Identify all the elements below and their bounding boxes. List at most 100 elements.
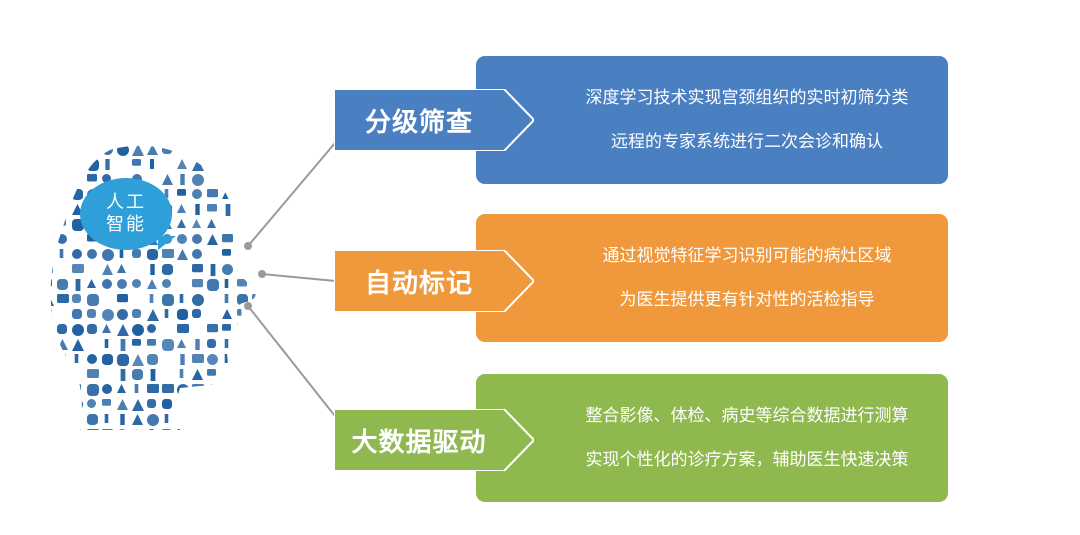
mosaic-tile-icon [252, 414, 256, 425]
row-3-description-box: 整合影像、体检、病史等综合数据进行测算 实现个性化的诊疗方案，辅助医生快速决策 [476, 374, 948, 502]
mosaic-tile-icon [117, 354, 129, 366]
mosaic-tile-icon [162, 264, 173, 275]
mosaic-tile-icon [72, 264, 84, 273]
mosaic-tile-icon [255, 279, 256, 290]
mosaic-tile-icon [102, 249, 114, 261]
mosaic-tile-icon [177, 189, 186, 196]
row-1-line-1: 深度学习技术实现宫颈组织的实时初筛分类 [585, 88, 909, 108]
mosaic-tile-icon [50, 429, 51, 430]
mosaic-tile-icon [150, 369, 156, 381]
mosaic-tile-icon [57, 145, 66, 153]
mosaic-tile-icon [192, 384, 204, 393]
mosaic-tile-icon [252, 384, 256, 393]
head-silhouette-icon [45, 145, 270, 430]
mosaic-tile-icon [87, 429, 99, 430]
mosaic-tile-icon [192, 159, 204, 171]
mosaic-tile-icon [72, 339, 84, 351]
mosaic-tile-icon [117, 324, 129, 336]
mosaic-tile-icon [102, 399, 111, 406]
mosaic-tile-icon [222, 309, 232, 319]
mosaic-tile-icon [132, 309, 141, 318]
mosaic-tile-icon [87, 324, 97, 334]
mosaic-tile-icon [192, 309, 201, 318]
mosaic-tile-icon [252, 294, 256, 302]
connector-dot-1a [244, 242, 252, 250]
mosaic-tile-icon [162, 339, 174, 351]
mosaic-tile-icon [87, 399, 96, 408]
mosaic-tile-icon [224, 279, 229, 288]
mosaic-tile-icon [72, 294, 81, 303]
row-3-title: 大数据驱动 [351, 427, 487, 458]
mosaic-tile-icon [224, 294, 229, 303]
mosaic-tile-icon [252, 264, 256, 276]
mosaic-tile-icon [252, 189, 256, 198]
mosaic-tile-icon [117, 384, 126, 393]
mosaic-tile-icon [104, 339, 109, 348]
mosaic-tile-icon [222, 264, 233, 275]
mosaic-tile-icon [194, 414, 199, 423]
mosaic-tile-icon [150, 264, 155, 275]
mosaic-tile-icon [72, 399, 83, 410]
row-3-line-2: 实现个性化的诊疗方案，辅助医生快速决策 [585, 450, 909, 470]
mosaic-tile-icon [237, 249, 246, 256]
mosaic-tile-icon [207, 145, 217, 154]
mosaic-tile-icon [162, 429, 171, 430]
mosaic-tile-icon [87, 414, 98, 425]
mosaic-tile-icon [180, 174, 185, 185]
mosaic-tile-icon [132, 159, 141, 166]
mosaic-tile-icon [237, 264, 247, 272]
mosaic-tile-icon [87, 369, 99, 378]
mosaic-tile-icon [192, 429, 202, 430]
mosaic-tile-icon [210, 264, 216, 276]
mosaic-tile-icon [132, 145, 144, 156]
mosaic-tile-icon [237, 324, 248, 333]
ai-label-line2: 智能 [106, 214, 146, 235]
mosaic-tile-icon [117, 399, 128, 410]
mosaic-tile-icon [180, 354, 185, 365]
mosaic-tile-icon [147, 309, 159, 321]
mosaic-tile-icon [104, 414, 109, 423]
mosaic-tile-icon [57, 414, 66, 423]
mosaic-tile-icon [177, 204, 186, 213]
mosaic-tile-icon [222, 159, 231, 168]
mosaic-tile-icon [267, 429, 270, 430]
mosaic-tile-icon [222, 174, 231, 181]
mosaic-tile-icon [207, 279, 219, 291]
mosaic-tile-icon [50, 264, 53, 275]
mosaic-tile-icon [255, 204, 256, 214]
mosaic-tile-icon [50, 145, 51, 153]
mosaic-tile-icon [267, 189, 270, 200]
row-1-description-box: 深度学习技术实现宫颈组织的实时初筛分类 远程的专家系统进行二次会诊和确认 [476, 56, 948, 184]
mosaic-tile-icon [207, 384, 219, 396]
mosaic-tile-icon [177, 324, 189, 333]
mosaic-tile-icon [87, 174, 97, 182]
mosaic-tile-icon [192, 279, 203, 288]
mosaic-tile-icon [267, 399, 270, 408]
mosaic-tile-icon [192, 219, 201, 228]
mosaic-tile-icon [147, 399, 156, 408]
mosaic-tile-icon [102, 264, 113, 275]
mosaic-tile-icon [72, 145, 82, 154]
mosaic-tile-icon [267, 174, 270, 186]
mosaic-tile-icon [240, 234, 244, 244]
mosaic-tile-icon [57, 174, 67, 184]
mosaic-tile-icon [177, 249, 188, 260]
mosaic-tile-icon [57, 384, 69, 393]
mosaic-tile-icon [237, 369, 249, 381]
mosaic-tile-icon [162, 174, 173, 185]
mosaic-tile-icon [267, 354, 270, 365]
mosaic-tile-icon [50, 399, 54, 411]
mosaic-tile-icon [177, 309, 188, 320]
mosaic-tile-icon [195, 204, 200, 215]
mosaic-tile-icon [222, 145, 234, 156]
mosaic-tile-icon [162, 279, 171, 288]
mosaic-tile-icon [240, 159, 246, 171]
mosaic-tile-icon [192, 369, 203, 380]
mosaic-tile-icon [179, 294, 184, 303]
mosaic-tile-icon [45, 324, 49, 334]
connector-line-3 [247, 305, 347, 431]
mosaic-tile-icon [147, 249, 158, 260]
mosaic-tile-icon [237, 309, 246, 316]
mosaic-tile-icon [87, 279, 96, 288]
